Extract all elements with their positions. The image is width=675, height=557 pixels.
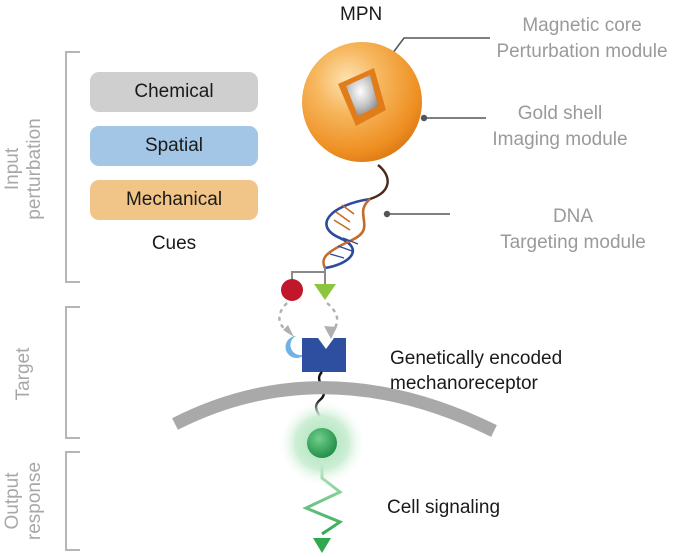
cue-spatial: Spatial xyxy=(90,126,258,166)
ligand-green xyxy=(314,284,336,300)
magnetic-core xyxy=(346,75,378,116)
label-magnetic-core-line1: Magnetic core xyxy=(522,15,642,36)
label-dna-line2: Targeting module xyxy=(500,232,646,253)
side-label-target-line1: Target xyxy=(13,347,34,401)
side-label-output-line1: Output xyxy=(2,472,23,530)
label-magnetic-core-line2: Perturbation module xyxy=(496,41,668,62)
label-cell-signaling: Cell signaling xyxy=(387,497,501,518)
mpn-title: MPN xyxy=(340,4,383,25)
receptor xyxy=(302,338,346,372)
side-label-target: Target xyxy=(13,319,37,429)
bracket-input xyxy=(65,51,80,283)
bracket-output xyxy=(65,451,80,551)
cues-caption: Cues xyxy=(151,233,197,254)
leader-dna-dot xyxy=(383,210,391,218)
label-receptor-line2: mechanoreceptor xyxy=(390,373,538,394)
label-magnetic-core: Magnetic core Perturbation module xyxy=(489,13,675,65)
cell-membrane xyxy=(172,381,497,437)
label-dna: DNA Targeting module xyxy=(482,204,664,256)
side-label-input-line2: perturbation xyxy=(24,118,45,220)
binding-arrow-right-head xyxy=(324,326,337,339)
tether-top xyxy=(369,164,389,201)
binding-arrow-left-head xyxy=(283,325,294,337)
label-receptor: Genetically encoded mechanoreceptor xyxy=(390,346,562,396)
side-label-input-line1: Input xyxy=(2,147,23,191)
side-label-output-line2: response xyxy=(24,461,45,541)
label-dna-line1: DNA xyxy=(552,206,594,227)
signal-arrowhead xyxy=(313,538,331,553)
leader-shell-dot xyxy=(420,114,428,122)
receptor-pocket-blue xyxy=(285,336,305,358)
label-gold-shell-line2: Imaging module xyxy=(492,129,628,150)
dna-helix xyxy=(322,197,371,270)
side-label-input: Input perturbation xyxy=(2,94,48,244)
ligand-fork xyxy=(291,268,326,286)
bracket-target xyxy=(65,306,80,439)
label-gold-shell-line1: Gold shell xyxy=(517,103,603,124)
label-receptor-line1: Genetically encoded xyxy=(390,348,563,369)
side-label-output: Output response xyxy=(2,446,48,556)
signal-dot xyxy=(307,428,337,458)
cue-chemical: Chemical xyxy=(90,72,258,112)
cue-mechanical: Mechanical xyxy=(90,180,258,220)
label-gold-shell: Gold shell Imaging module xyxy=(480,101,640,153)
signal-zigzag xyxy=(302,462,344,536)
ligand-red xyxy=(281,279,303,301)
